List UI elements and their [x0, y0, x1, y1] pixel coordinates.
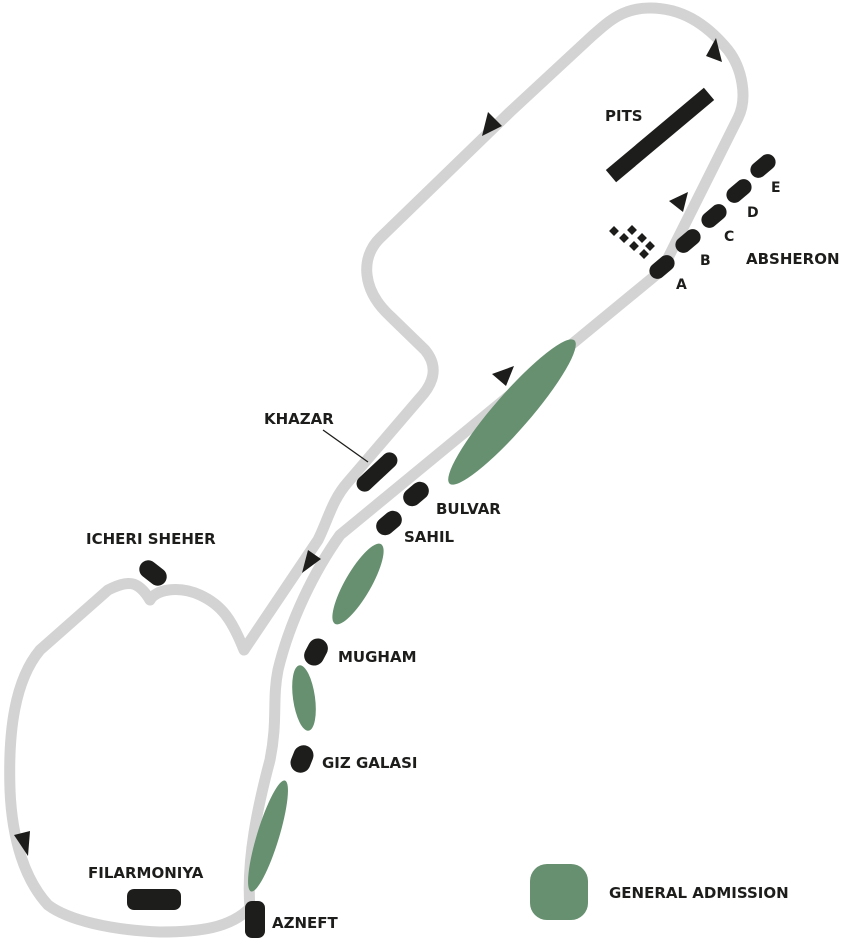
absheron-grandstand[interactable] [646, 151, 779, 282]
khazar-grandstand[interactable] [353, 449, 400, 495]
general-admission-area[interactable] [241, 777, 296, 894]
giz-galasi-grandstand[interactable] [287, 742, 316, 775]
absheron-section-d[interactable] [723, 176, 755, 206]
absheron-section-d-label: D [747, 205, 759, 221]
khazar-pointer-line [322, 429, 369, 463]
pits-label: PITS [605, 107, 643, 125]
direction-arrow-icon [482, 112, 502, 136]
absheron-section-a-label: A [676, 277, 687, 293]
absheron-section-c[interactable] [698, 201, 730, 231]
absheron-section-a[interactable] [646, 252, 678, 282]
general-admission-area[interactable] [289, 664, 320, 732]
filarmoniya-label: FILARMONIYA [88, 864, 204, 882]
bulvar-label: BULVAR [436, 500, 501, 518]
general-admission-swatch [530, 864, 588, 920]
pit-lane-building [605, 87, 715, 183]
icheri-sheher-grandstand[interactable] [136, 557, 171, 590]
direction-arrow-icon [706, 38, 722, 62]
azneft-label: AZNEFT [272, 914, 339, 932]
khazar-label: KHAZAR [264, 410, 334, 428]
track-outline [4, 2, 749, 938]
general-admission-area[interactable] [324, 538, 393, 631]
direction-arrow-icon [302, 550, 321, 573]
absheron-section-e[interactable] [747, 151, 779, 181]
absheron-section-e-label: E [771, 180, 781, 196]
giz-galasi-label: GIZ GALASI [322, 754, 417, 772]
absheron-section-b-label: B [700, 253, 711, 269]
direction-arrow-icon [492, 366, 514, 386]
absheron-section-b[interactable] [672, 226, 704, 256]
direction-arrow-icon [14, 831, 30, 856]
bulvar-grandstand[interactable] [399, 478, 432, 510]
legend: GENERAL ADMISSION [530, 864, 789, 920]
icheri-sheher-label: ICHERI SHEHER [86, 530, 216, 548]
direction-arrow-icon [669, 192, 688, 212]
general-admission-area[interactable] [436, 328, 588, 495]
absheron-section-c-label: C [724, 229, 734, 245]
sahil-grandstand[interactable] [372, 507, 405, 539]
azneft-grandstand[interactable] [245, 901, 265, 938]
general-admission-legend-label: GENERAL ADMISSION [609, 884, 789, 902]
start-finish-line [609, 225, 655, 259]
absheron-label: ABSHERON [746, 250, 840, 268]
filarmoniya-grandstand[interactable] [127, 889, 181, 910]
sahil-label: SAHIL [404, 528, 455, 546]
mugham-label: MUGHAM [338, 648, 417, 666]
mugham-grandstand[interactable] [301, 635, 332, 669]
